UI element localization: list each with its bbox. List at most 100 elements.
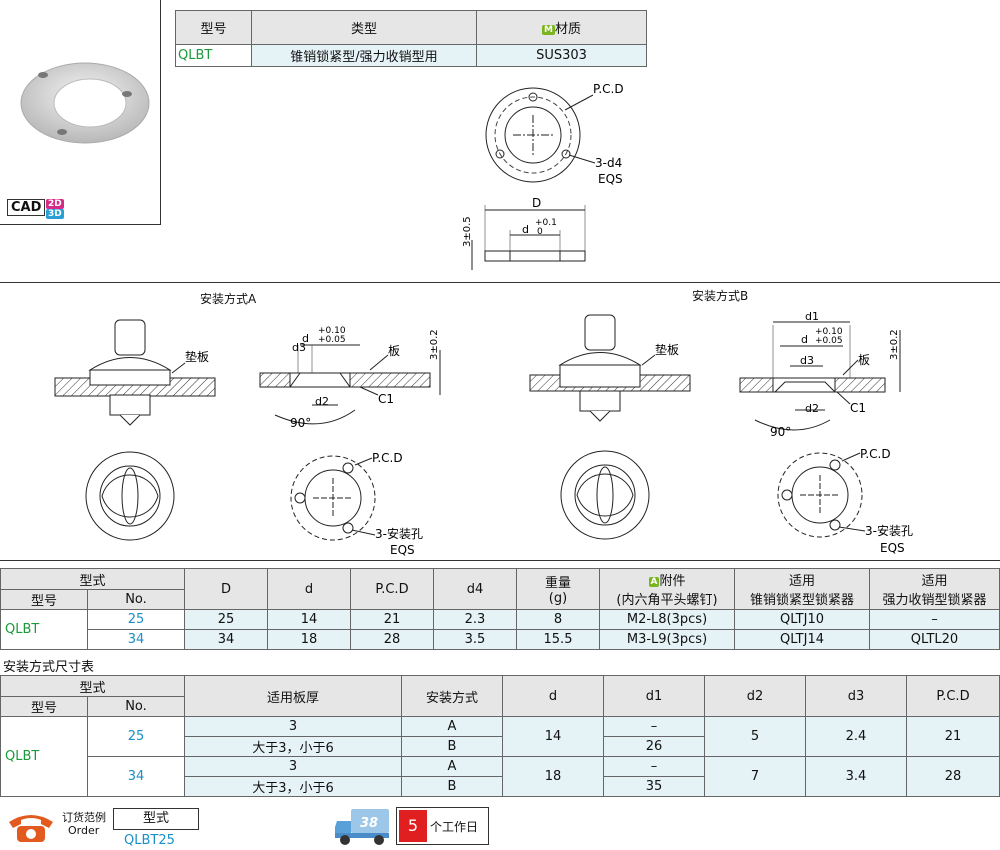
material-badge: M [542,24,555,35]
spec-header-suit2: 适用 强力收销型锁紧器 [869,568,1000,610]
spec-d: 14 [267,609,351,630]
spec-suit2: – [869,609,1000,630]
pad-label-b: 垫板 [655,342,679,357]
inst-d2: 5 [704,716,806,757]
inst-header-d2: d2 [704,675,806,717]
d-tol-top: +0.1 [535,218,557,228]
spec-d: 18 [267,629,351,650]
table-row: 大于3，小于6 B 35 [1,776,1000,797]
phone-icon [9,815,53,842]
top-section-frame [0,0,1000,283]
install-a-title: 安装方式A [200,292,257,306]
d3-label-a: d3 [292,341,306,354]
spec-header-D: D [184,568,268,610]
inst-header-d: d [502,675,604,717]
suit2-desc: 强力收销型锁紧器 [882,593,987,608]
table-row: QLBT 25 3 A 14 – 5 2.4 21 [0,716,1000,797]
pcd-label-b: P.C.D [860,447,891,461]
inst-thk: 3 [184,716,402,737]
spec-header-model: 型号 [0,589,88,610]
install-b-side-drawing: 垫板 d1 +0.10 +0.05 d d3 板 C1 d2 90° 3±0.2 [529,310,901,439]
spec-no: 34 [87,629,185,650]
inst-d1: 26 [603,736,705,757]
d-label: d [522,223,529,236]
cad-label: CAD [11,200,42,215]
inst-header-no: No. [87,696,185,717]
accessory-label: 附件 [659,574,686,589]
angle-label-b: 90° [770,425,791,439]
holes-label: 3-d4 [595,156,622,170]
c1-label-a: C1 [378,392,394,406]
product-photo [20,62,150,144]
inst-mode: B [401,736,503,757]
pcd-label: P.C.D [593,82,624,96]
spec-header-d4: d4 [433,568,517,610]
order-example: QLBT25 [124,833,175,848]
order-label-cn: 订货范例 [62,811,106,824]
plate-label-a: 板 [388,344,400,358]
inst-thk: 大于3，小于6 [184,776,402,797]
spec-suit1: QLTJ14 [734,629,870,650]
inst-d: 18 [502,756,604,797]
cad-2d-badge[interactable]: 2D [46,199,64,209]
spec-suit1: QLTJ10 [734,609,870,630]
delivery-days: 5 [399,810,427,842]
inst-pcd: 21 [906,716,1000,757]
weight-label: 重量 [544,576,571,591]
cad-3d-badge[interactable]: 3D [46,209,64,219]
d-label-a: d [302,332,309,345]
pad-label-a: 垫板 [185,349,209,364]
inst-header-d3: d3 [805,675,907,717]
inst-d1: – [603,716,705,737]
d-label-b: d [801,333,808,346]
spec-weight: 15.5 [516,629,600,650]
inst-model: QLBT [0,716,88,797]
table-row: QLBT 25 25 14 21 2.3 8 M2-L8(3pcs) QLTJ1… [0,609,1000,650]
accessory-desc: (内六角平头螺钉) [616,593,718,608]
weight-unit: (g) [548,591,568,606]
table-row: 34 34 18 28 3.5 15.5 M3-L9(3pcs) QLTJ14 … [1,629,1000,650]
install-b-title: 安装方式B [692,289,749,303]
spec-weight: 8 [516,609,600,630]
accessory-badge: A [648,576,660,587]
inst-no: 25 [87,716,185,757]
spec-no: 25 [87,609,185,630]
suit1-label: 适用 [788,574,815,589]
d3-label-b: d3 [800,354,814,367]
eqs-label-b: EQS [880,541,905,555]
holes-label-a: 3-安装孔 [375,526,423,541]
inst-mode: A [401,756,503,777]
install-table-title: 安装方式尺寸表 [3,660,95,675]
order-label-en: Order [68,824,100,837]
spec-header-type: 型式 [0,568,185,590]
delivery-truck-icon: 38 [335,809,389,845]
inst-header-mode: 安装方式 [401,675,503,717]
washer-drawing: P.C.D 3-d4 EQS D d +0.1 0 3±0.5 [462,82,624,270]
thk-label-a: 3±0.2 [429,329,440,360]
inst-d1: – [603,756,705,777]
inst-header-model: 型号 [0,696,88,717]
d2-label-a: d2 [315,395,329,408]
inst-thk: 大于3，小于6 [184,736,402,757]
holes-label-b: 3-安装孔 [865,523,913,538]
thk-label-b: 3±0.2 [889,329,900,360]
spec-accessory: M3-L9(3pcs) [599,629,735,650]
truck-number: 38 [360,816,378,831]
product-image-panel [0,0,161,225]
inst-header-type: 型式 [0,675,185,697]
inst-pcd: 28 [906,756,1000,797]
inst-mode: B [401,776,503,797]
cad-badge[interactable]: CAD [7,199,46,216]
c1-label-b: C1 [850,401,866,415]
suit2-label: 适用 [921,574,948,589]
tol1-b: +0.10 [815,327,843,337]
delivery-days-label: 个工作日 [430,820,479,834]
spec-D: 25 [184,609,268,630]
header-type: 类型 [251,10,477,45]
eqs-label-a: EQS [390,543,415,557]
inst-header-thk: 适用板厚 [184,675,402,717]
table-row: 大于3，小于6 B 26 [1,736,1000,757]
